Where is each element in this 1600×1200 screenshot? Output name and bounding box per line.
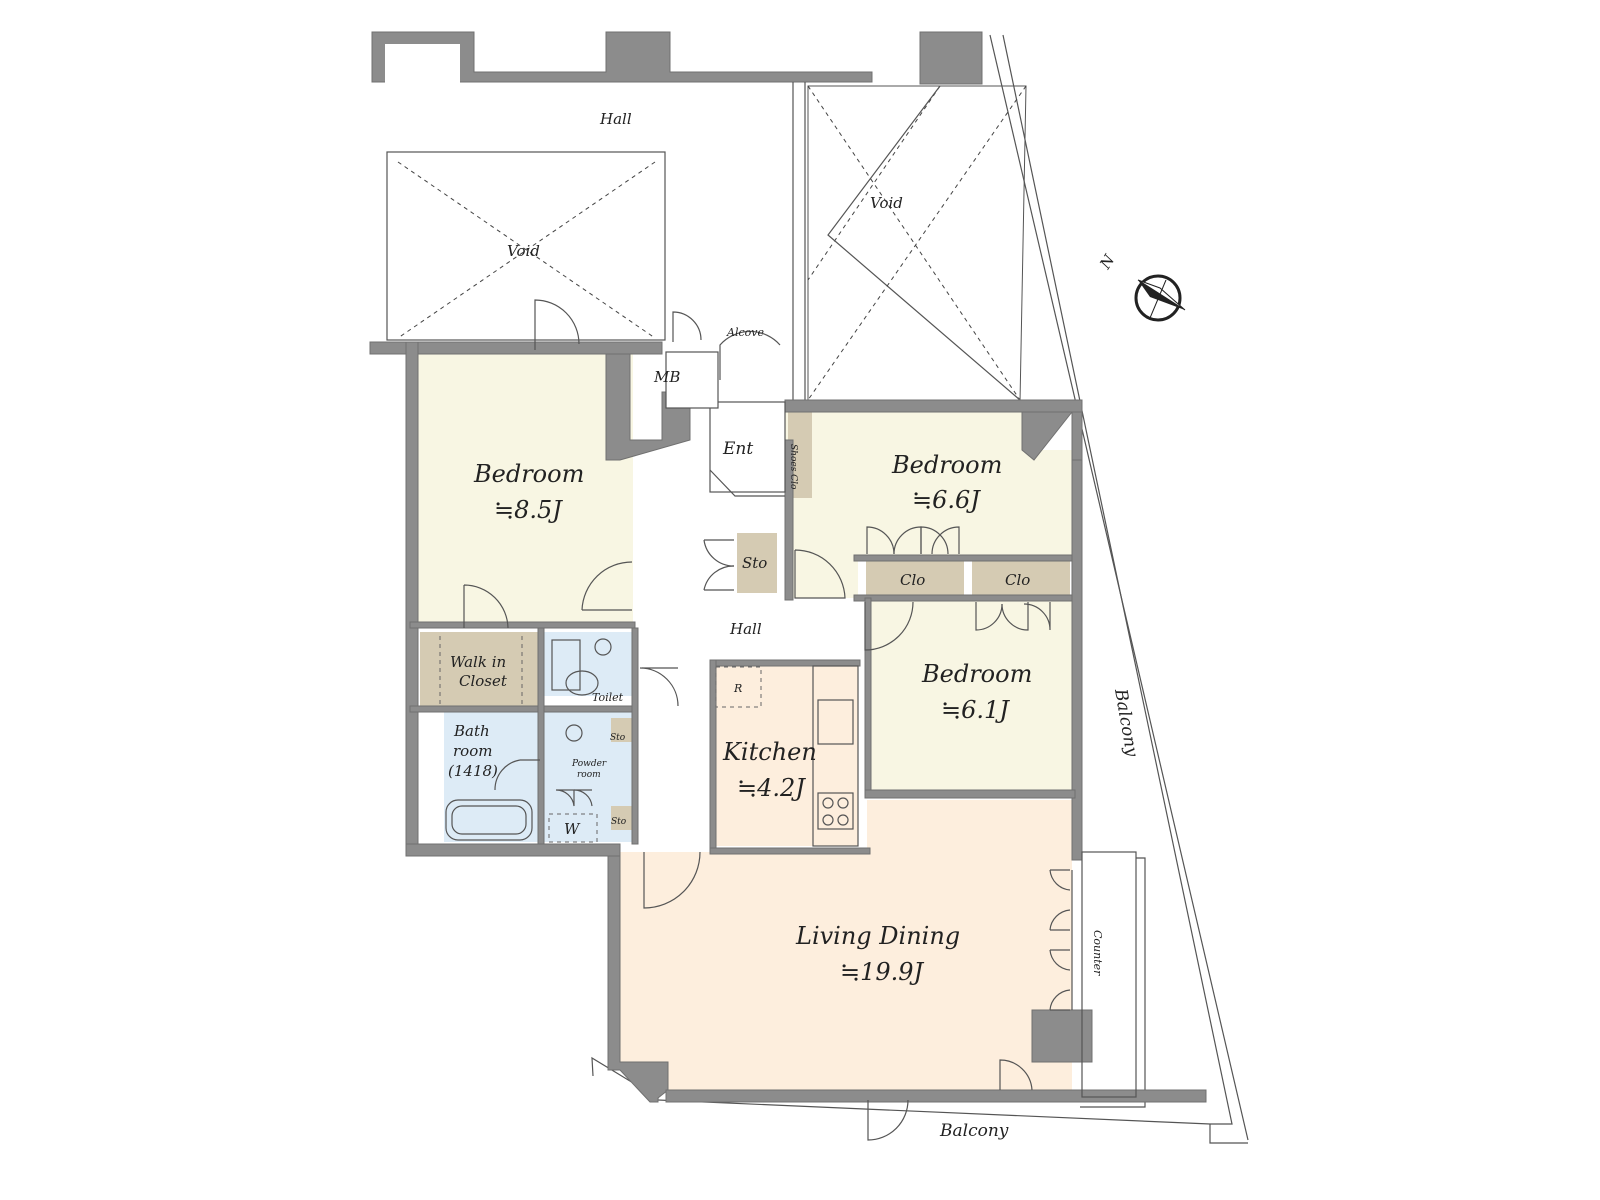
entrance-label: Ent: [722, 439, 753, 459]
void-right-label: Void: [870, 194, 903, 212]
compass-north-arrow-icon: N: [1096, 251, 1186, 322]
void-right: [807, 85, 1027, 403]
closet-2-label: Clo: [1005, 571, 1030, 589]
living-dining-size: ≒19.9J: [840, 958, 925, 986]
powder-room-label-1: Powder: [571, 759, 607, 769]
powder-room-label-2: room: [577, 770, 601, 780]
shoes-closet-label: Shoes Clo: [788, 444, 798, 490]
bedroom-ne-size: ≒6.6J: [912, 486, 981, 514]
bedroom-ne-name: Bedroom: [891, 451, 1002, 479]
bedroom-nw-size: ≒8.5J: [494, 496, 563, 524]
bathroom-label-3: (1418): [448, 762, 498, 780]
labels: Hall Void Void Alcove MB Ent Shoes Clo S…: [448, 110, 1142, 1141]
mb-label: MB: [653, 368, 680, 386]
bathroom-label-2: room: [453, 742, 492, 760]
room-fills: [417, 352, 1072, 1090]
walk-in-closet-label-2: Closet: [459, 672, 508, 690]
walk-in-closet-label-1: Walk in: [450, 653, 506, 671]
laundry-storage-label: Sto: [611, 817, 627, 827]
void-left: [386, 151, 666, 341]
doors: [463, 299, 1071, 1141]
balcony-right-label: Balcony: [1110, 686, 1142, 758]
bedroom-e-name: Bedroom: [921, 660, 1032, 688]
living-dining-name: Living Dining: [795, 922, 960, 950]
alcove-label: Alcove: [726, 326, 764, 339]
bedroom-nw-name: Bedroom: [473, 460, 584, 488]
site-outline: [591, 34, 1249, 1144]
void-left-label: Void: [507, 242, 540, 260]
interior-lines: [439, 351, 1137, 1098]
kitchen-name: Kitchen: [722, 738, 817, 766]
hall-top-label: Hall: [599, 110, 632, 128]
toilet-label: Toilet: [592, 691, 624, 704]
top-hall-walls: [371, 31, 983, 402]
compass-letter: N: [1096, 251, 1119, 273]
hall-storage-label: Sto: [742, 554, 767, 572]
bedroom-e-size: ≒6.1J: [941, 696, 1010, 724]
washer-label: W: [564, 820, 581, 838]
fridge-label: R: [733, 682, 742, 695]
hall-inner-label: Hall: [729, 620, 762, 638]
balcony-bottom-label: Balcony: [939, 1121, 1009, 1141]
counter-label: Counter: [1091, 930, 1104, 976]
storage-small-label: Sto: [610, 733, 626, 743]
bathroom-label-1: Bath: [453, 722, 490, 740]
kitchen-size: ≒4.2J: [737, 774, 806, 802]
closet-1-label: Clo: [900, 571, 925, 589]
